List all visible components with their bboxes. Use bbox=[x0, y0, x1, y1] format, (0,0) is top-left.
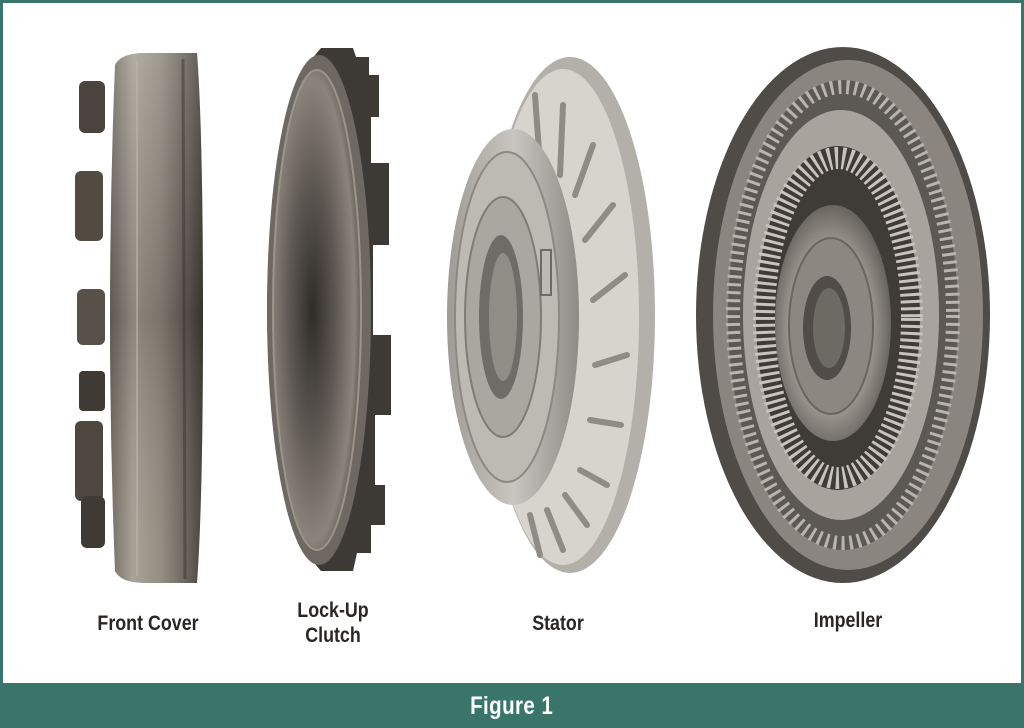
stator-label: Stator bbox=[532, 612, 584, 635]
lock-up-clutch-image bbox=[261, 45, 406, 575]
figure-caption: Figure 1 bbox=[470, 691, 554, 720]
figure-panel: Front Cover Lock-Up Clutch Stator Impell… bbox=[3, 3, 1021, 683]
impeller-label: Impeller bbox=[813, 609, 883, 632]
impeller-image bbox=[693, 43, 993, 588]
front-cover-image bbox=[75, 51, 205, 586]
lock-up-clutch-label: Lock-Up Clutch bbox=[297, 599, 369, 647]
stator-image bbox=[445, 55, 660, 575]
figure-caption-bar: Figure 1 bbox=[0, 684, 1024, 728]
front-cover-label: Front Cover bbox=[97, 612, 199, 635]
